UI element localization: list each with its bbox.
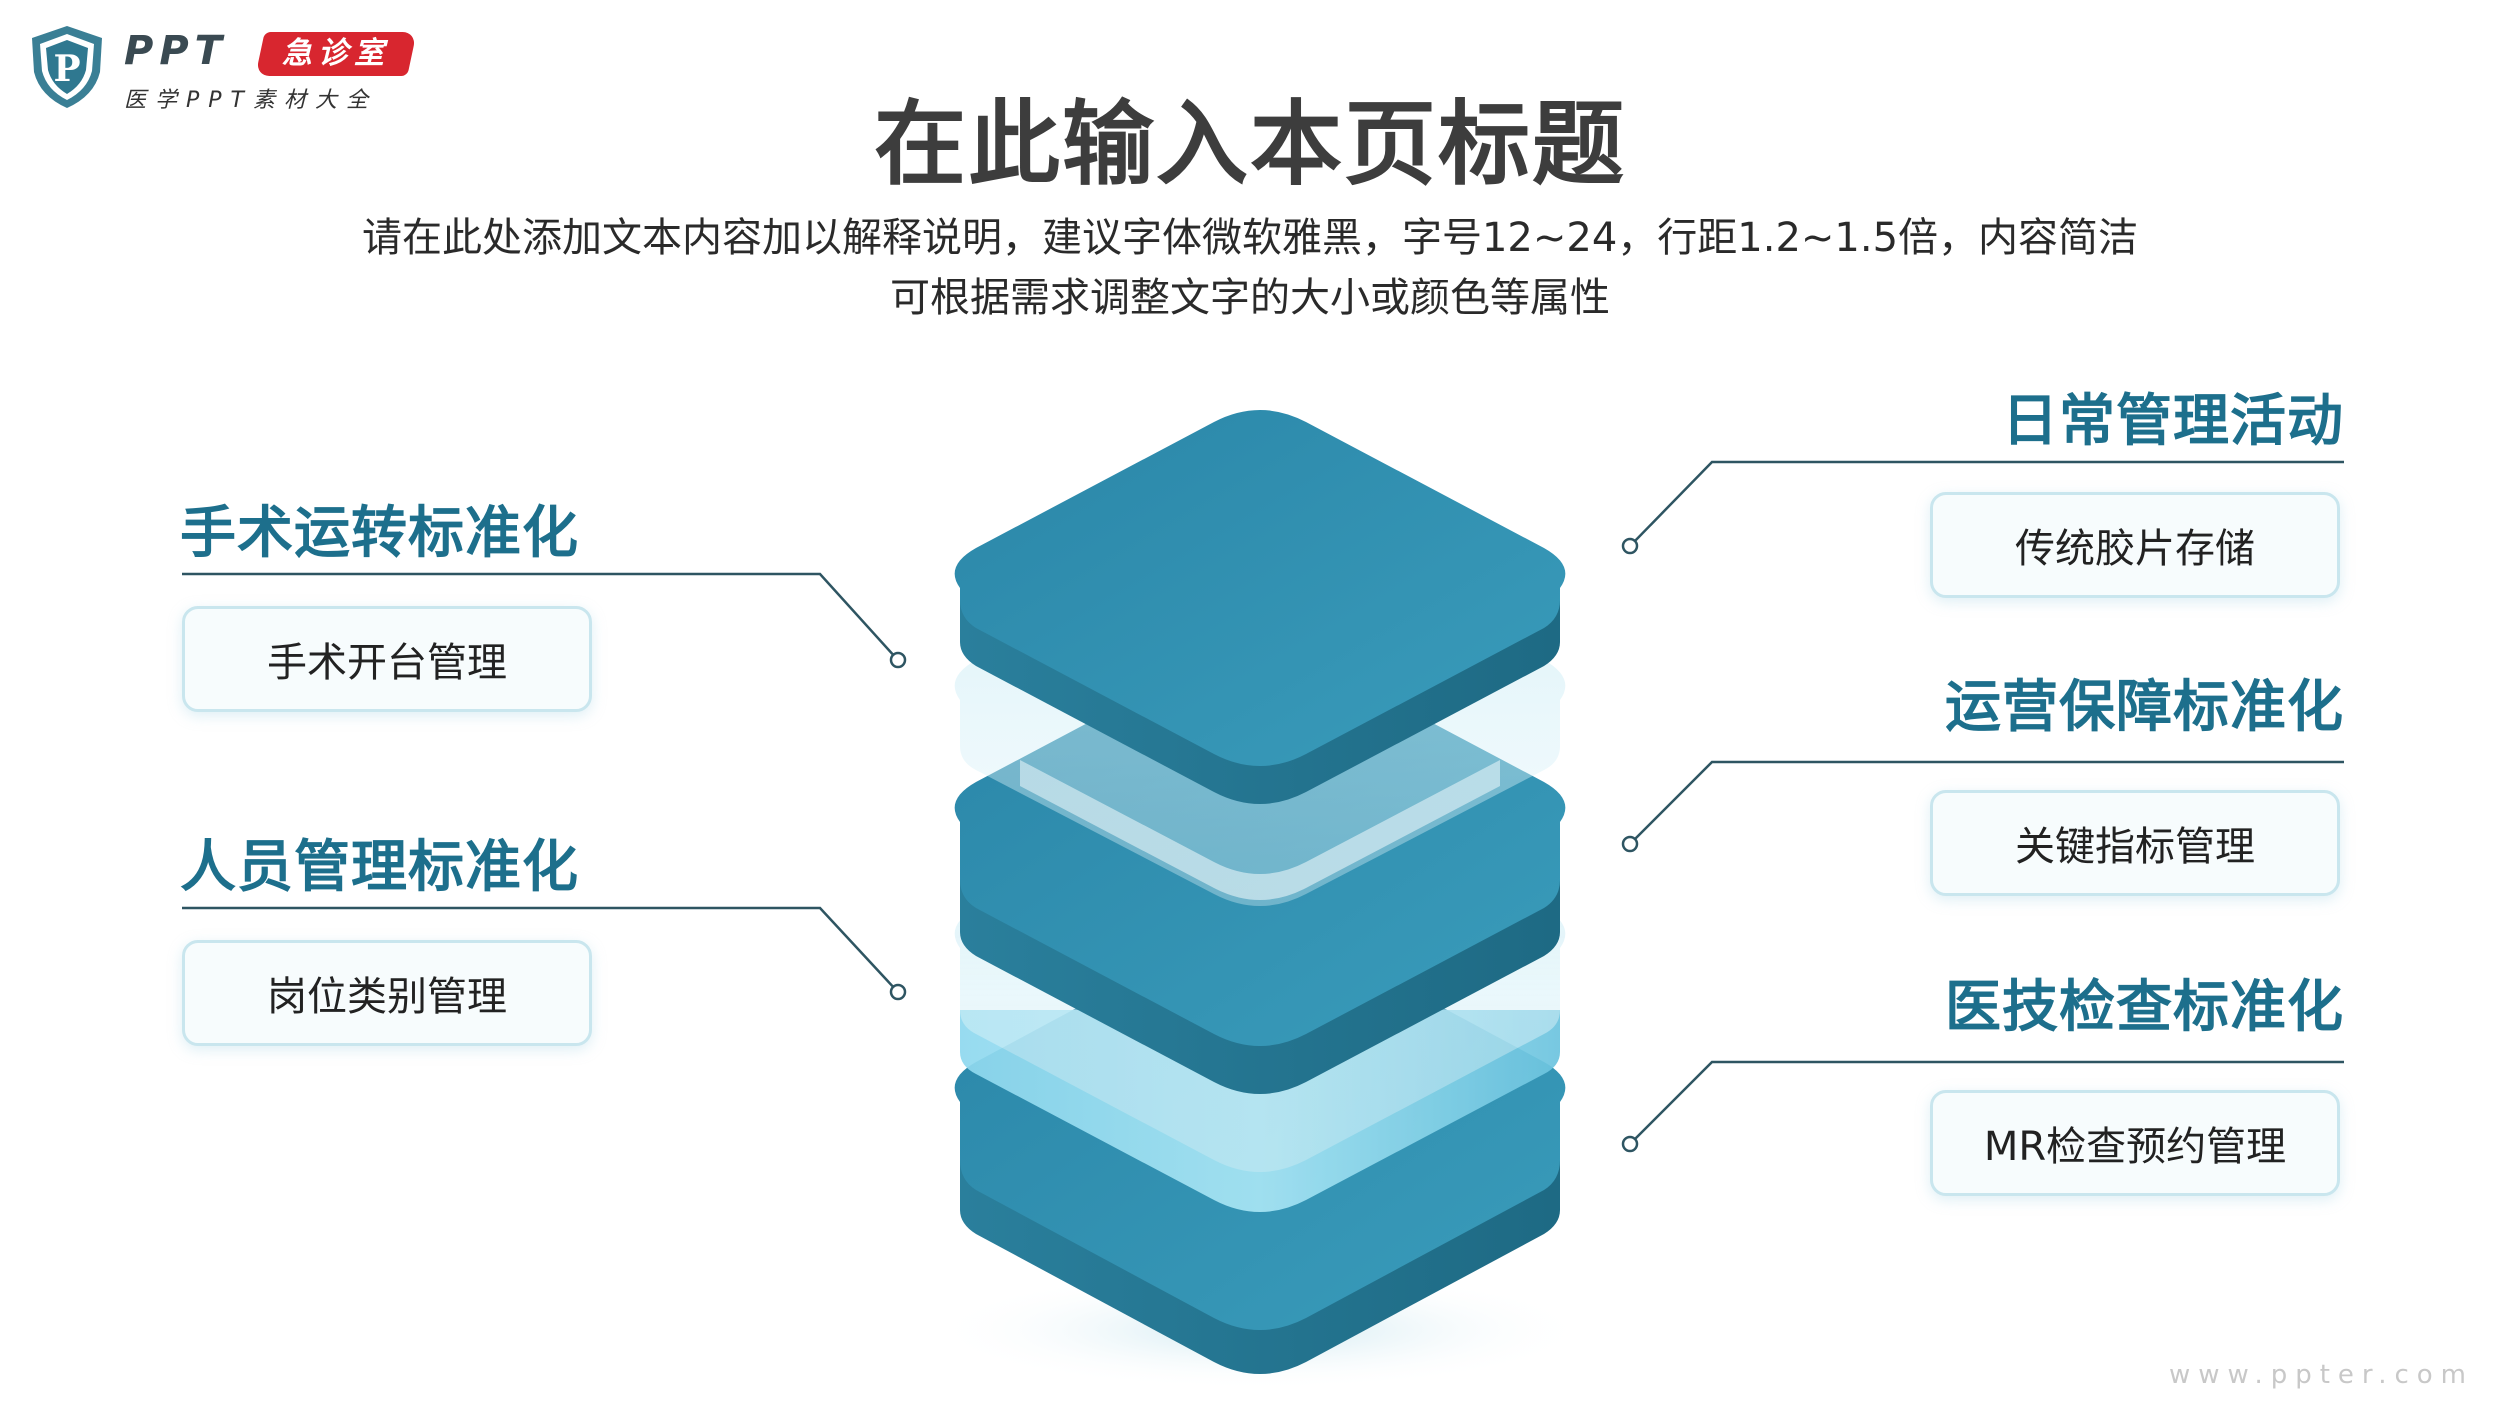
logo-brand: PPT	[124, 28, 228, 74]
stack-layer-top	[954, 410, 1566, 804]
logo-badge-letter: P	[53, 48, 80, 90]
box-position-category-management: 岗位类别管理	[182, 940, 592, 1046]
page-title: 在此输入本页标题	[873, 91, 1626, 198]
connector-left-2	[182, 906, 907, 1001]
heading-surgery-standardization: 手术运转标准化	[180, 501, 579, 566]
shield-icon: P	[32, 26, 102, 108]
logo-subtitle: 医学PPT素材大全	[124, 88, 377, 113]
heading-staff-standardization: 人员管理标准化	[180, 835, 579, 900]
description-line-1: 请在此处添加文本内容加以解释说明，建议字体微软雅黑，字号12~24，行距1.2~…	[361, 215, 2139, 261]
heading-medtech-standardization: 医技检查标准化	[1945, 975, 2344, 1040]
box-film-storage: 传统胶片存储	[1930, 492, 2340, 598]
box-mr-appointment-management: MR检查预约管理	[1930, 1090, 2340, 1196]
heading-operation-standardization: 运营保障标准化	[1945, 675, 2344, 740]
description-line-2: 可根据需求调整文字的大小或颜色等属性	[890, 275, 1610, 321]
connector-right-2	[1621, 760, 2344, 853]
logo: P PPT 急诊室 医学PPT素材大全	[28, 24, 417, 114]
connector-right-1	[1621, 460, 2344, 555]
watermark: www.ppter.com	[2169, 1360, 2474, 1390]
connector-right-3	[1621, 1060, 2344, 1153]
connector-left-1	[182, 572, 907, 669]
heading-daily-management: 日常管理活动	[2002, 389, 2344, 454]
box-key-indicator-management: 关键指标管理	[1930, 790, 2340, 896]
box-surgery-start-management: 手术开台管理	[182, 606, 592, 712]
